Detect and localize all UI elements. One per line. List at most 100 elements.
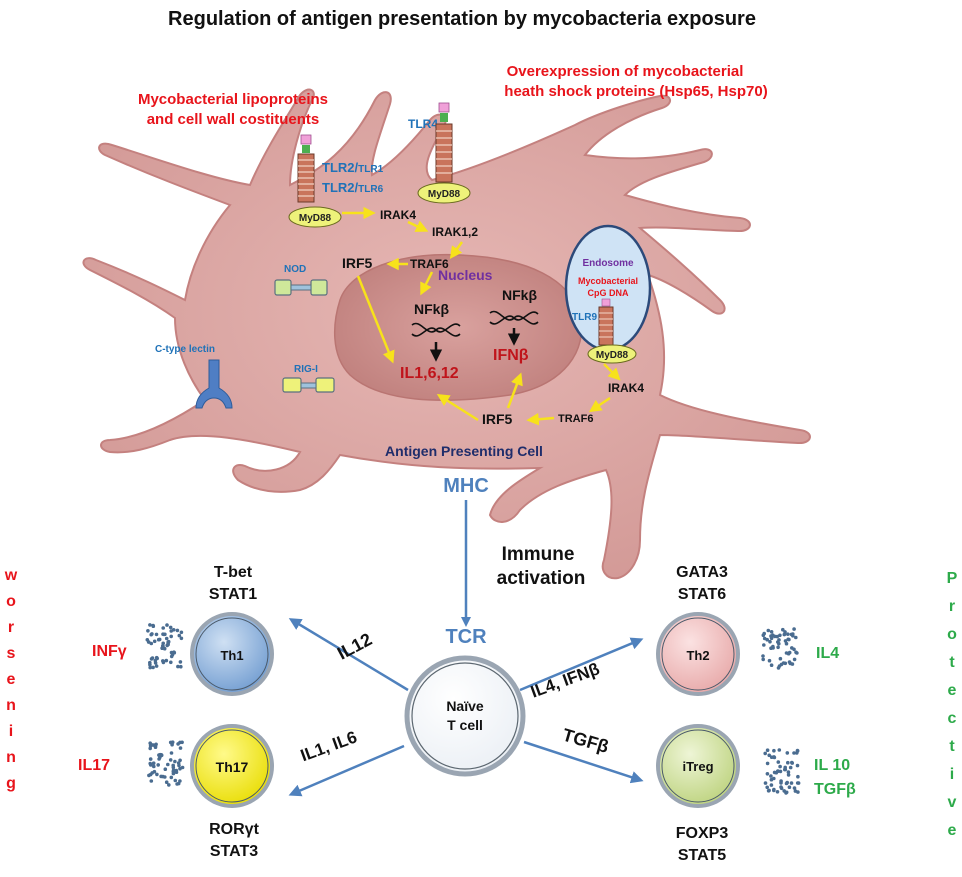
cytokine-dot: [168, 625, 173, 630]
irf5-upper: IRF5: [342, 255, 373, 271]
cytokine-dot: [769, 646, 773, 650]
differentiation-arrows: [288, 618, 644, 797]
naive-label-line2: T cell: [447, 717, 483, 733]
cytokine-dot: [148, 623, 152, 627]
cytokine-dot: [769, 630, 774, 634]
cytokine-dot: [164, 636, 169, 641]
cytokine-dot: [765, 637, 769, 642]
rig-i-label: RIG-I: [294, 364, 318, 375]
cytokine-dot: [170, 652, 175, 657]
cytokine-dot: [776, 769, 780, 774]
cytokine-dot: [769, 783, 774, 787]
cytokine-dot: [166, 762, 170, 767]
cytokine-dot: [152, 764, 156, 769]
itreg-cell-ring: [661, 729, 735, 803]
cytokine-dot: [148, 741, 152, 745]
worsening-letter: o: [6, 593, 16, 610]
immune-activation-line1: Immune: [502, 544, 575, 565]
irf5-lower: IRF5: [482, 411, 513, 427]
cytokine-dot: [161, 774, 165, 779]
cytokine-dot: [149, 657, 154, 661]
cytokine-dot: [148, 663, 152, 667]
cytokine-dot: [178, 758, 182, 763]
cytokine-dot: [787, 660, 792, 664]
ifnb-output: IFNβ: [493, 347, 529, 364]
signal-il1-il6: IL1, IL6: [298, 727, 360, 765]
cytokine-dot: [153, 658, 158, 663]
cytokine-dot: [175, 782, 179, 786]
cytokine-dot: [169, 634, 173, 639]
th17-cytokine: IL17: [78, 757, 110, 774]
annotation-lipoproteins-line2: and cell wall costituents: [147, 111, 320, 128]
cytokine-dot: [785, 751, 790, 755]
c-type-lectin-label: C-type lectin: [155, 344, 215, 355]
cytokine-dot: [786, 760, 790, 765]
cytokine-dot: [166, 642, 170, 647]
tlr4-label: TLR4: [408, 117, 438, 131]
cytokine-dot: [779, 662, 784, 667]
nucleus-label: Nucleus: [438, 267, 493, 283]
cytokine-dot: [152, 639, 157, 644]
cytokine-dot: [170, 740, 175, 744]
worsening-letter: n: [6, 697, 16, 714]
protective-letter: r: [949, 598, 955, 615]
signal-tgfb: TGFβ: [560, 725, 611, 757]
cytokine-dot: [145, 638, 150, 642]
myd88-label-2: MyD88: [428, 189, 461, 200]
cytokine-dot: [765, 785, 769, 790]
nucleus: [333, 253, 583, 401]
lower-signaling-arrows: [436, 363, 621, 426]
cytokine-dot: [767, 788, 771, 793]
cytokine-dot: [788, 765, 793, 770]
cytokine-dot: [790, 760, 794, 765]
th1-tf2: STAT1: [209, 586, 257, 603]
cytokine-dot: [169, 660, 173, 665]
cytokine-dot: [174, 768, 179, 773]
cytokine-dot: [171, 771, 176, 776]
itreg-label: iTreg: [682, 759, 713, 774]
cytokine-dots-th2: [761, 627, 799, 670]
cytokine-dot: [164, 780, 169, 784]
cytokine-dot: [792, 751, 796, 755]
cytokine-dot: [767, 658, 772, 663]
endosome-content-line2: CpG DNA: [588, 288, 629, 298]
cytokine-dot: [761, 654, 765, 658]
cytokine-dot: [787, 785, 792, 789]
protective-letter: o: [947, 626, 957, 643]
protective-letter: e: [948, 682, 957, 699]
cytokine-dot: [776, 666, 781, 670]
cytokine-dot: [786, 773, 791, 777]
cytokine-dot: [779, 785, 783, 789]
th1-cell: [190, 612, 274, 696]
endosome-content-line1: Mycobacterial: [578, 276, 638, 286]
protective-letter: e: [948, 822, 957, 839]
cytokine-dot: [177, 633, 182, 638]
cytokine-dot: [148, 757, 153, 761]
dna-helix-icon-right: [489, 310, 539, 325]
cytokine-dot: [150, 632, 154, 636]
cytokine-dot: [178, 660, 183, 664]
cytokine-dot: [171, 628, 176, 632]
worsening-letter: i: [9, 723, 13, 740]
cytokine-dot: [171, 763, 175, 768]
worsening-letter: r: [8, 619, 14, 636]
cytokine-dot: [795, 748, 800, 753]
cytokine-dot: [786, 770, 791, 774]
cytokine-dot: [784, 641, 789, 646]
th1-label: Th1: [220, 648, 243, 663]
upper-signaling-arrows: [342, 206, 464, 364]
cytokine-dot: [179, 636, 184, 641]
cytokine-dots-th17: [147, 740, 185, 787]
itreg-cell: [656, 724, 740, 808]
cytokine-dot: [794, 635, 798, 640]
th17-tf2: STAT3: [210, 843, 258, 860]
cytokine-dot: [778, 656, 783, 661]
cytokine-dot: [148, 665, 152, 670]
cytokine-dot: [776, 760, 781, 764]
cytokine-dot: [161, 626, 165, 630]
cytokine-dot: [795, 763, 800, 768]
cytokine-dot: [761, 633, 766, 638]
cytokine-dot: [777, 748, 782, 752]
